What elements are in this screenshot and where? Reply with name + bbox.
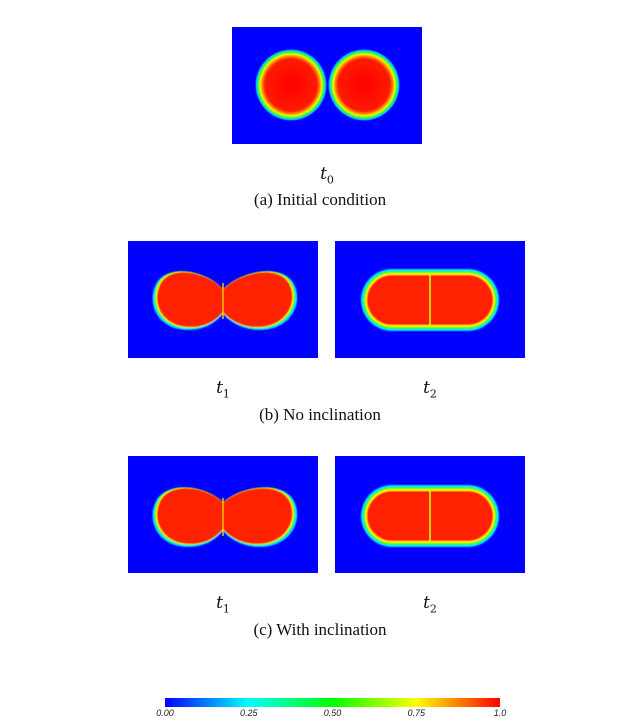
phase-field-plot-c-t1 [128, 456, 318, 573]
caption-c: (c) With inclination [253, 620, 387, 639]
panel-a-initial-condition [232, 27, 422, 144]
phase-field-plot-b-t2 [335, 241, 525, 358]
panel-c-t2 [335, 456, 525, 573]
coalescing-droplets [152, 271, 298, 330]
phase-field-plot-c-t2 [335, 456, 525, 573]
time-label-b-t2: t2 [423, 378, 437, 401]
droplet-right [328, 49, 400, 121]
phase-field-plot-b-t1 [128, 241, 318, 358]
panel-b-t2 [335, 241, 525, 358]
panel-c-t1 [128, 456, 318, 573]
time-label-t0: t0 [320, 164, 334, 187]
colorbar-tick-label: 0.25 [239, 708, 258, 718]
caption-b: (b) No inclination [259, 405, 381, 424]
colorbar-tick-label: 1.0 [493, 708, 507, 718]
droplet-left [255, 49, 327, 121]
colorbar-tick-label: 0.00 [156, 708, 174, 718]
caption-a: (a) Initial condition [253, 190, 387, 209]
time-label-c-t2: t2 [423, 593, 437, 616]
colorbar-tick-label: 0.50 [323, 708, 342, 718]
colorbar-tick-label: 0.75 [407, 708, 426, 718]
colorbar [165, 698, 500, 707]
time-label-b-t1: t1 [216, 378, 230, 401]
panel-b-t1 [128, 241, 318, 358]
time-label-c-t1: t1 [216, 593, 230, 616]
phase-field-plot-t0 [232, 27, 422, 144]
